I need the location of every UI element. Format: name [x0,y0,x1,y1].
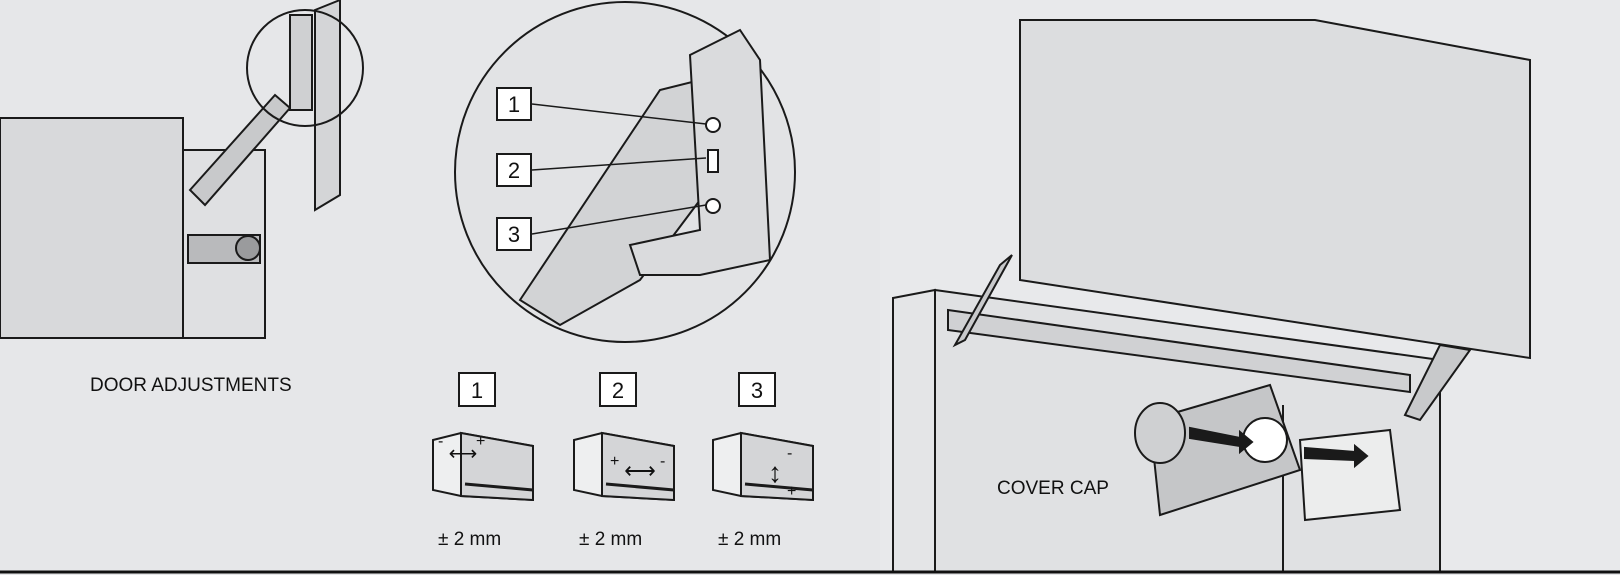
screw-3 [705,198,721,214]
callout-line-3 [531,204,707,235]
callout-line-2 [531,157,707,171]
slot-2 [707,149,719,173]
adjustment-3: 3 - + ↕ ± 2 mm [712,372,814,550]
screw-1 [705,117,721,133]
callout-3: 3 [496,217,532,251]
hinge-detail: 1 2 3 [454,1,796,343]
vertical-arrow-icon: ↕ [768,457,782,488]
arrow-icon [1189,426,1254,455]
cross-bar [947,308,1411,394]
callout-2: 2 [496,153,532,187]
lift-mechanism-right [1298,428,1402,522]
horizontal-arrow-icon: ⟷ [449,443,478,465]
cabinet-side-panel [892,288,936,573]
door-adjustments-caption: DOOR ADJUSTMENTS [90,375,292,396]
right-cabinet-illustration [880,0,1620,573]
cover-cap-caption: COVER CAP [997,478,1109,499]
left-cabinet-illustration [0,0,364,339]
hinge-arm-right [1403,343,1472,422]
hinge-bracket [289,14,313,111]
svg-text:3: 3 [508,222,520,247]
arrow-icon [1304,443,1369,469]
svg-text:3: 3 [751,378,763,403]
hinge-arm-left [952,254,1013,348]
callout-1: 1 [496,87,532,121]
door-panel [314,0,341,212]
svg-text:-: - [438,433,443,450]
detail-circle-marker [246,9,364,127]
adjustment-2: 2 + - ⟷ ± 2 mm [573,372,675,550]
horizontal-arrow-icon: ⟷ [624,458,656,483]
svg-text:+: + [787,483,796,500]
adjustment-1: 1 - + ⟷ ± 2 mm [432,372,534,550]
svg-text:-: - [787,445,792,462]
svg-text:1: 1 [508,92,520,117]
svg-text:± 2 mm: ± 2 mm [579,529,642,550]
svg-text:-: - [660,453,665,470]
svg-text:+: + [610,453,619,470]
svg-text:± 2 mm: ± 2 mm [718,529,781,550]
mechanism-pivot [235,235,261,261]
hinge-plate [628,28,772,276]
svg-text:1: 1 [471,378,483,403]
lifted-door [1019,19,1531,360]
svg-text:± 2 mm: ± 2 mm [438,529,501,550]
svg-text:+: + [476,433,485,450]
callout-line-1 [531,103,707,125]
svg-text:2: 2 [508,158,520,183]
cover-cap [1134,402,1186,464]
svg-text:2: 2 [612,378,624,403]
cabinet-side [0,117,184,339]
